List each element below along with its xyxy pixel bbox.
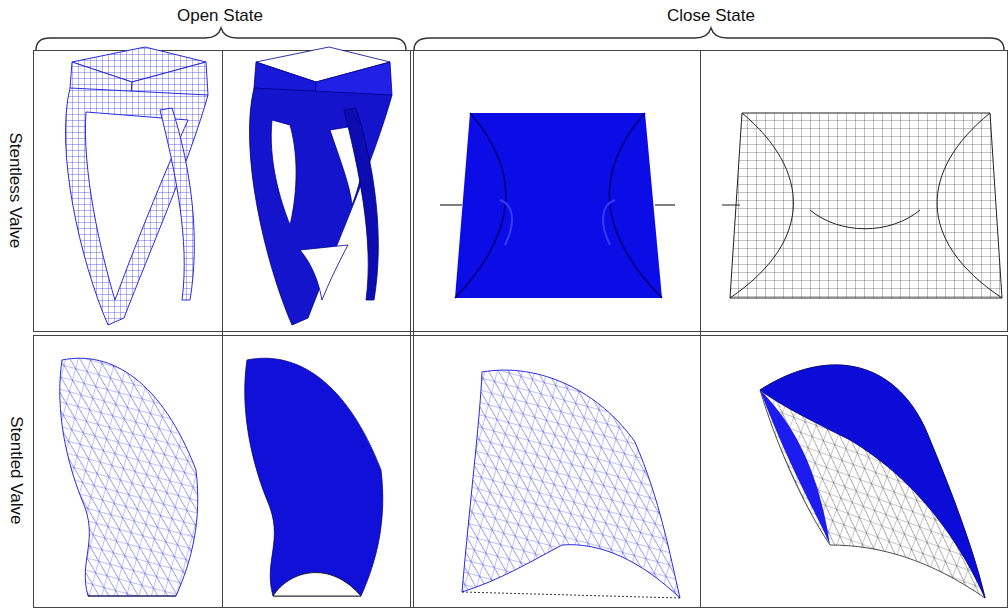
stentless-closed-mesh xyxy=(722,113,1002,298)
stentled-open-mesh xyxy=(60,358,198,596)
stentled-closed-mesh xyxy=(462,370,680,598)
row-heading: Stentless Valve xyxy=(6,132,25,248)
stentless-closed-solid xyxy=(440,113,675,298)
stentled-open-solid xyxy=(245,358,383,596)
stentled-closed-solid xyxy=(760,365,985,598)
column-heading: Open State xyxy=(177,7,263,26)
stentless-open-mesh xyxy=(65,47,208,325)
column-heading: Close State xyxy=(667,7,755,26)
stentless-open-solid xyxy=(249,47,392,325)
bracket xyxy=(36,28,406,50)
bracket xyxy=(414,28,1004,50)
row-heading: Stentled Valve xyxy=(6,416,25,524)
panel-grid xyxy=(34,50,1008,608)
